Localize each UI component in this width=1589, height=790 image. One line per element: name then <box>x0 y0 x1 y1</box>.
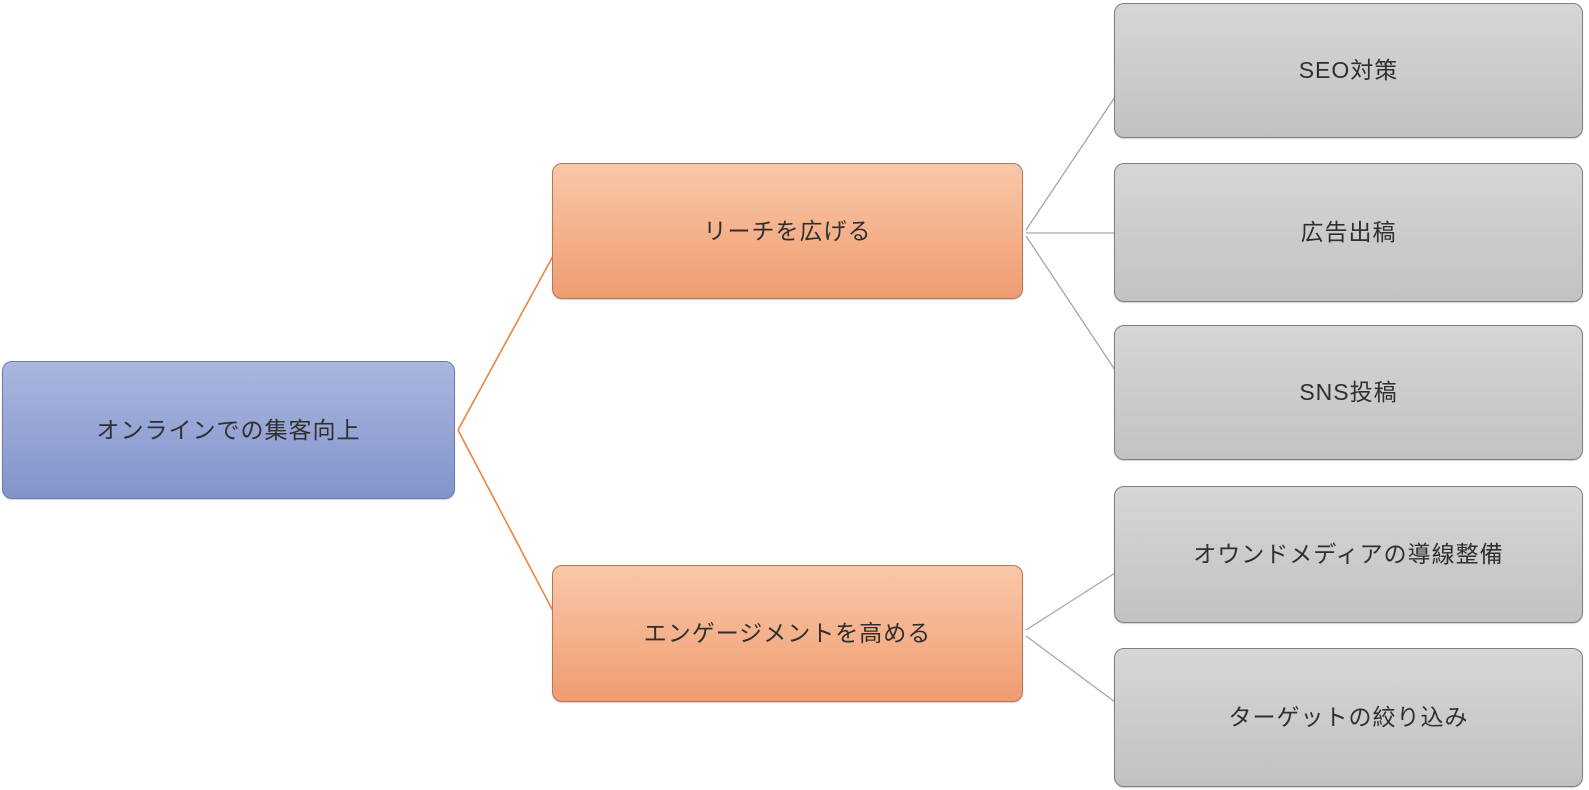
connector-branch1-leaf1 <box>1025 96 1116 231</box>
connector-root-branch1 <box>457 255 554 431</box>
node-leaf-seo[interactable]: SEO対策 <box>1114 3 1583 138</box>
node-leaf-ads-label: 広告出稿 <box>1300 219 1397 246</box>
node-branch-reach[interactable]: リーチを広げる <box>552 163 1023 299</box>
node-leaf-targeting-label: ターゲットの絞り込み <box>1228 704 1469 731</box>
node-leaf-seo-label: SEO対策 <box>1298 57 1399 84</box>
node-leaf-targeting[interactable]: ターゲットの絞り込み <box>1114 648 1583 787</box>
node-branch-reach-label: リーチを広げる <box>703 217 872 244</box>
connector-branch1-leaf3 <box>1025 235 1116 371</box>
node-leaf-sns[interactable]: SNS投稿 <box>1114 325 1583 460</box>
node-leaf-sns-label: SNS投稿 <box>1299 379 1398 406</box>
node-leaf-ads[interactable]: 広告出稿 <box>1114 163 1583 302</box>
node-leaf-owned-media-label: オウンドメディアの導線整備 <box>1193 541 1504 568</box>
connector-branch2-leaf5 <box>1025 635 1116 703</box>
node-leaf-owned-media[interactable]: オウンドメディアの導線整備 <box>1114 486 1583 623</box>
node-root[interactable]: オンラインでの集客向上 <box>2 361 455 499</box>
node-root-label: オンラインでの集客向上 <box>96 416 361 443</box>
connector-root-branch2 <box>457 429 554 612</box>
node-branch-engagement[interactable]: エンゲージメントを高める <box>552 565 1023 702</box>
connector-branch2-leaf4 <box>1025 572 1116 631</box>
node-branch-engagement-label: エンゲージメントを高める <box>643 620 932 647</box>
